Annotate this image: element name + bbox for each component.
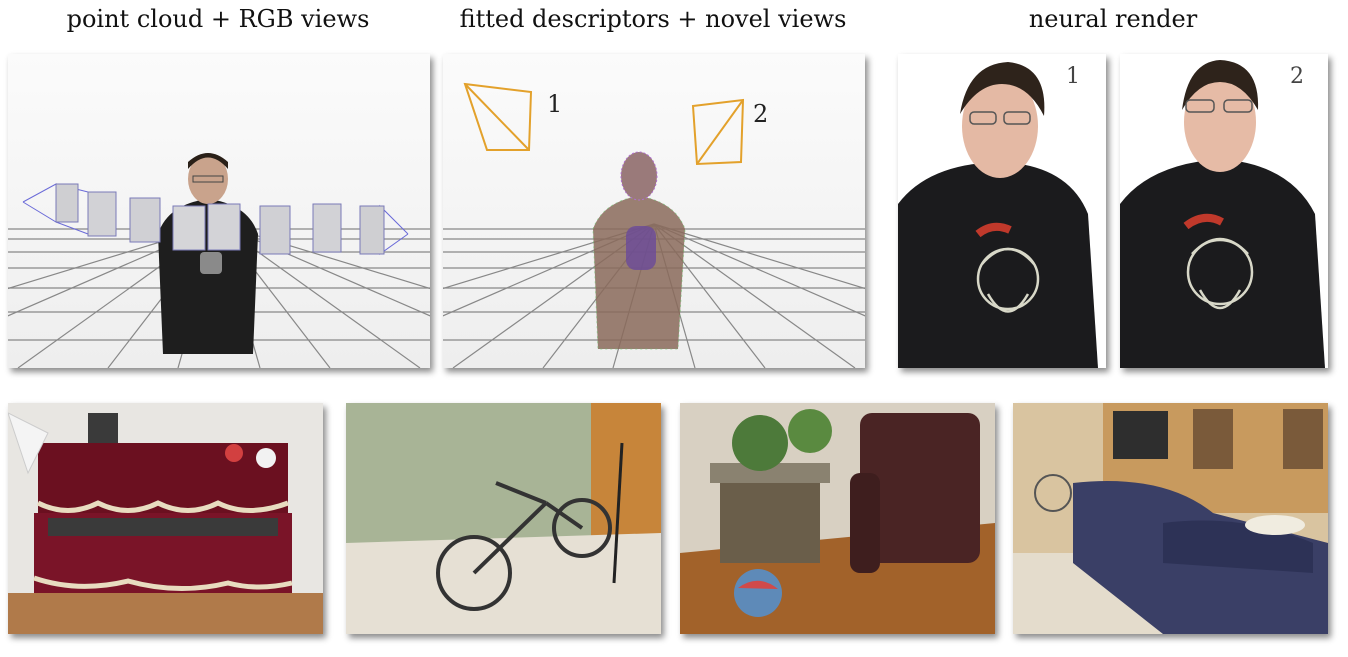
input-rgb-thumbnails	[55, 183, 385, 255]
novel-camera-1-label: 1	[547, 90, 562, 118]
sweater-santa-print	[1186, 237, 1254, 310]
novel-camera-2-frustum	[691, 98, 745, 166]
sweater-santa-print	[976, 247, 1040, 313]
piano-image	[8, 403, 323, 634]
armchair-image	[680, 403, 995, 634]
descriptor-scene: 1 2	[443, 54, 865, 368]
fitted-descriptors-panel: 1 2	[443, 54, 865, 368]
scene-piano-render	[8, 403, 323, 634]
scene-living-room-couch-render	[1013, 403, 1328, 634]
bicycle-image	[346, 403, 661, 634]
neural-render-view-1: 1	[898, 54, 1106, 368]
heading-point-cloud: point cloud + RGB views	[66, 5, 370, 33]
scene-living-room-chair-render	[680, 403, 995, 634]
render-1-label: 1	[1066, 64, 1080, 89]
descriptor-person	[592, 151, 686, 350]
novel-camera-1-frustum	[463, 82, 533, 151]
render-2-image	[1120, 54, 1328, 368]
neural-render-view-2: 2	[1120, 54, 1328, 368]
heading-fitted-descriptors: fitted descriptors + novel views	[459, 5, 847, 33]
render-1-image	[898, 54, 1106, 368]
couch-image	[1013, 403, 1328, 634]
novel-camera-2-label: 2	[753, 100, 768, 128]
render-2-label: 2	[1290, 64, 1304, 89]
point-cloud-scene	[8, 54, 430, 368]
point-cloud-panel	[8, 54, 430, 368]
heading-neural-render: neural render	[1028, 5, 1198, 33]
scene-bicycle-render	[346, 403, 661, 634]
